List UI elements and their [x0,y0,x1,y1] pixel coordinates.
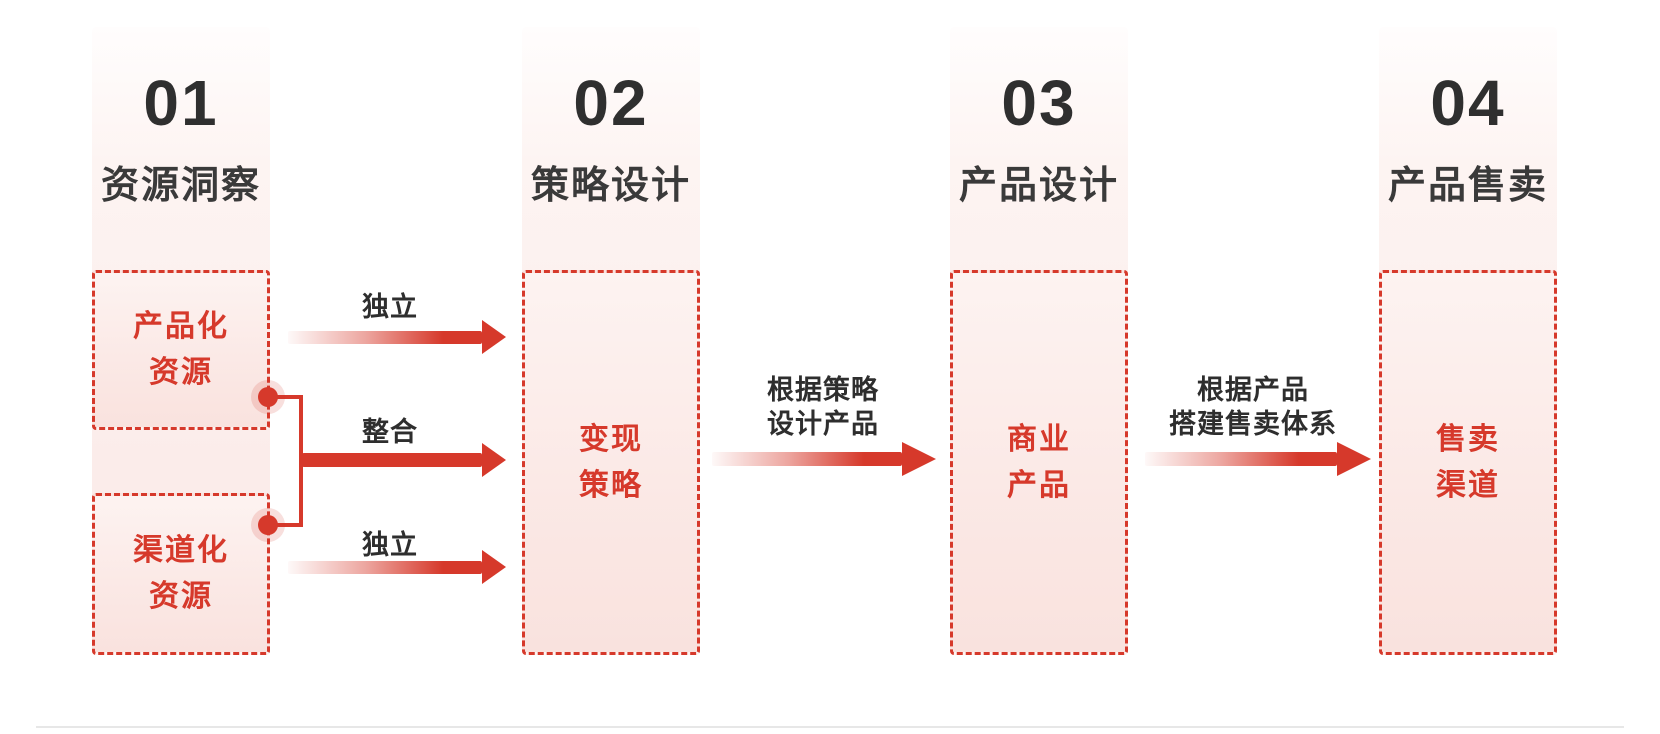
arrow-merge-head-icon [482,443,506,477]
label-product-to-channel: 根据产品 搭建售卖体系 [1143,373,1363,441]
box-product-line1: 商业 [1007,422,1071,456]
stage3-number: 03 [1001,67,1077,139]
box-product-line2: 产品 [1007,468,1071,502]
label-strategy-to-product: 根据策略 设计产品 [723,373,923,441]
arrow-independent-top-bar [288,331,482,344]
arrow-merge-bar [302,453,482,467]
stage3-title: 产品设计 [958,165,1119,207]
box-strategy-line1: 变现 [579,422,643,456]
label-independent-top: 独立 [362,292,418,322]
connector-dot-bottom [258,515,278,535]
stage4-title: 产品售卖 [1387,165,1548,207]
arrow-strategy-to-product-head-icon [902,442,936,476]
box-productized-resources: 产品化 资源 [92,270,270,430]
box-productized-line2: 资源 [149,356,213,389]
label-strategy-to-product-line1: 根据策略 [767,375,879,405]
box-sales-channel: 售卖 渠道 [1379,270,1557,655]
stage2-title: 策略设计 [530,165,691,207]
box-channelized-resources: 渠道化 资源 [92,493,270,655]
label-product-to-channel-line1: 根据产品 [1197,375,1309,405]
arrow-product-to-channel-head-icon [1337,442,1371,476]
arrow-independent-top-head-icon [482,320,506,354]
connector-stub-top [268,395,302,399]
arrow-independent-bottom-bar [288,561,482,574]
box-commercial-product: 商业 产品 [950,270,1128,655]
box-productized-line1: 产品化 [133,310,229,343]
label-product-to-channel-line2: 搭建售卖体系 [1169,409,1337,439]
stage2-number: 02 [573,67,649,139]
stage4-number: 04 [1430,67,1506,139]
connector-stub-bottom [268,523,302,527]
box-strategy-line2: 策略 [579,468,643,502]
label-independent-bottom: 独立 [362,530,418,560]
box-channelized-line1: 渠道化 [133,534,229,567]
label-merge: 整合 [362,417,418,447]
connector-dot-top [258,387,278,407]
box-monetization-strategy: 变现 策略 [522,270,700,655]
stage1-number: 01 [143,67,219,139]
box-channelized-line2: 资源 [149,580,213,613]
label-strategy-to-product-line2: 设计产品 [767,409,879,439]
arrow-independent-bottom-head-icon [482,550,506,584]
arrow-strategy-to-product-bar [712,452,902,466]
bottom-divider [36,726,1624,728]
connector-vertical-line [299,395,303,527]
arrow-product-to-channel-bar [1145,452,1337,466]
stage1-title: 资源洞察 [100,165,261,207]
box-channel-line2: 渠道 [1436,468,1500,502]
box-channel-line1: 售卖 [1436,422,1500,456]
